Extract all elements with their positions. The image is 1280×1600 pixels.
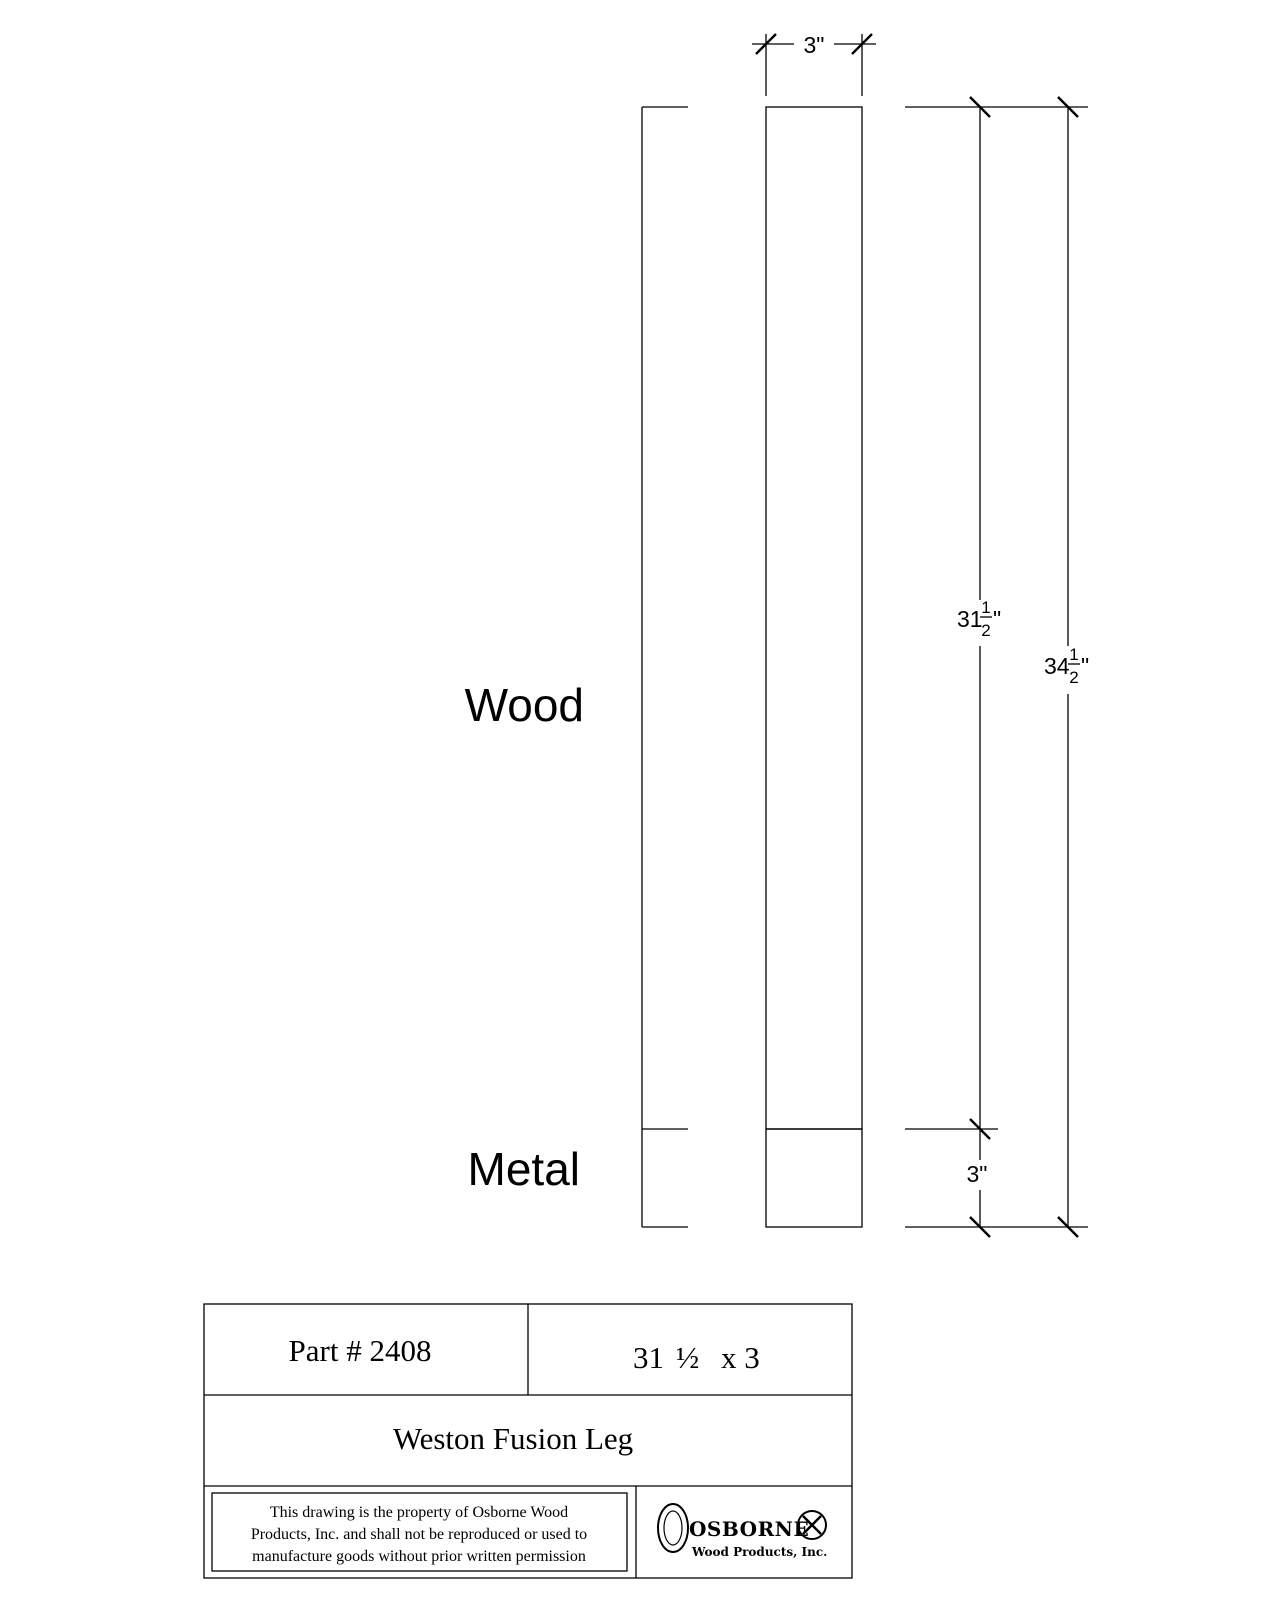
wood-height-numerator: 1 [981, 598, 990, 617]
leg-front-view [765, 106, 863, 1228]
total-height-numerator: 1 [1069, 645, 1078, 664]
logo-subtitle: Wood Products, Inc. [691, 1545, 827, 1559]
osborne-logo: OSBORNE Wood Products, Inc. [657, 1503, 827, 1559]
wood-height-whole: 31 [957, 606, 983, 632]
notice-box [211, 1492, 628, 1572]
total-height-whole: 34 [1044, 653, 1070, 679]
size-whole: 31 [633, 1340, 664, 1375]
size-fraction: ½ [676, 1340, 699, 1375]
logo-name: OSBORNE [689, 1517, 809, 1541]
total-height-tick-top [1057, 96, 1079, 118]
wood-height-dimension: 31 1 2 " [957, 96, 1001, 1140]
total-height-dimension: 34 1 2 " [1044, 96, 1089, 1238]
tools-icon [797, 1510, 827, 1540]
total-height-denominator: 2 [1069, 668, 1078, 687]
metal-height-tick-bottom [969, 1216, 991, 1238]
notice-line-1: This drawing is the property of Osborne … [270, 1504, 568, 1521]
title-block: Part # 2408 31 ½ x 3 Weston Fusion Leg T… [203, 1303, 853, 1579]
wood-label: Wood [465, 679, 584, 731]
wood-height-inch-mark: " [993, 606, 1001, 632]
side-profile [641, 106, 688, 1228]
metal-height-dimension: 3" [967, 1129, 991, 1238]
logo-o-oval [657, 1503, 689, 1553]
width-tick-right [851, 33, 873, 55]
wood-height-denominator: 2 [981, 621, 990, 640]
wood-section [765, 106, 863, 1130]
tools-icon-pick [802, 1515, 822, 1535]
wood-height-tick-top [969, 96, 991, 118]
size-rest: x 3 [721, 1340, 760, 1375]
total-height-tick-bottom [1057, 1216, 1079, 1238]
logo-o-inner [663, 1510, 683, 1546]
total-height-inch-mark: " [1081, 653, 1089, 679]
part-number: Part # 2408 [289, 1333, 432, 1368]
width-tick-left [755, 33, 777, 55]
notice-line-3: manufacture goods without prior written … [252, 1548, 586, 1565]
metal-label: Metal [468, 1143, 580, 1195]
width-dimension-text: 3" [804, 32, 825, 58]
width-dimension: 3" [752, 32, 876, 96]
metal-height-text: 3" [967, 1161, 988, 1187]
part-name: Weston Fusion Leg [393, 1421, 633, 1456]
metal-section [765, 1128, 863, 1228]
notice-line-2: Products, Inc. and shall not be reproduc… [251, 1526, 587, 1543]
